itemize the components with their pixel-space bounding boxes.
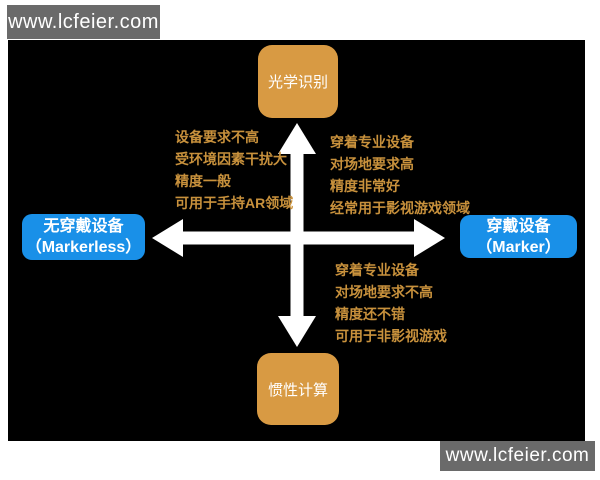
watermark-bottom: www.lcfeier.com <box>440 441 595 471</box>
node-optical-recognition: 光学识别 <box>258 45 338 118</box>
list-item: 精度还不错 <box>335 306 405 322</box>
list-item: 精度非常好 <box>330 178 400 194</box>
list-item: 设备要求不高 <box>175 129 259 145</box>
list-item: 经常用于影视游戏领域 <box>330 200 470 216</box>
cross-arrows-icon <box>152 123 445 347</box>
watermark-bottom-text: www.lcfeier.com <box>445 445 590 466</box>
node-inertial-computing: 惯性计算 <box>257 353 339 425</box>
quadrant-bottom-right: 穿着专业设备 对场地要求不高 精度还不错 可用于非影视游戏 <box>335 259 447 347</box>
list-item: 受环境因素干扰大 <box>175 151 287 167</box>
quadrant-top-left: 设备要求不高 受环境因素干扰大 精度一般 可用于手持AR领域 <box>175 126 293 214</box>
node-inertial-label: 惯性计算 <box>267 381 328 399</box>
node-markerless-title: 无穿戴设备 <box>43 218 124 235</box>
node-marker-title: 穿戴设备 <box>486 217 551 235</box>
node-markerless: 无穿戴设备 （Markerless） <box>22 214 145 260</box>
node-optical-label: 光学识别 <box>267 74 328 91</box>
list-item: 对场地要求高 <box>330 156 414 172</box>
list-item: 穿着专业设备 <box>335 262 419 278</box>
list-item: 可用于手持AR领域 <box>175 195 294 211</box>
watermark-top-text: www.lcfeier.com <box>8 10 159 33</box>
list-item: 可用于非影视游戏 <box>335 328 447 344</box>
diagram-canvas: 光学识别 惯性计算 无穿戴设备 （Markerless） 穿戴设备 （Marke… <box>8 40 585 441</box>
node-marker: 穿戴设备 （Marker） <box>460 215 577 258</box>
list-item: 穿着专业设备 <box>330 134 414 150</box>
node-marker-subtitle: （Marker） <box>476 238 561 256</box>
list-item: 精度一般 <box>175 173 231 189</box>
list-item: 对场地要求不高 <box>335 284 433 300</box>
node-markerless-subtitle: （Markerless） <box>25 239 142 256</box>
quadrant-top-right: 穿着专业设备 对场地要求高 精度非常好 经常用于影视游戏领域 <box>330 131 470 219</box>
watermark-top: www.lcfeier.com <box>7 5 160 39</box>
